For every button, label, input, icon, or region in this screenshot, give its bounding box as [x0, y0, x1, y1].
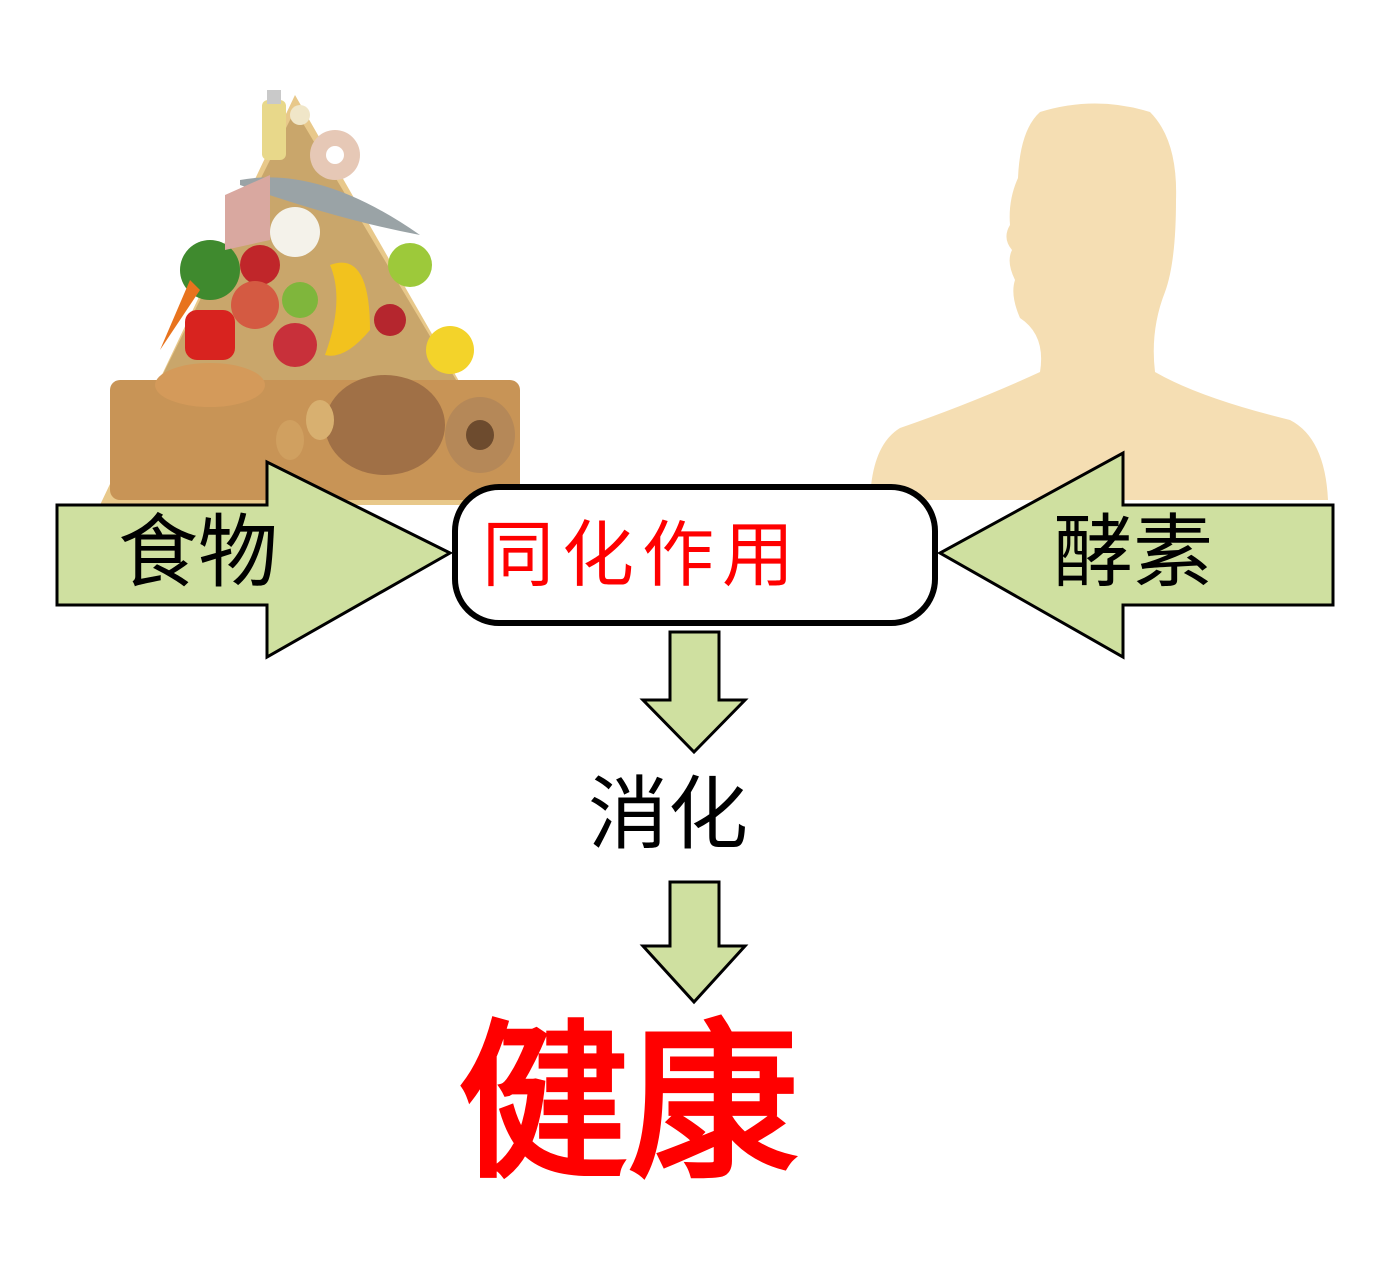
food-pyramid-icon — [100, 90, 530, 505]
food-label: 食物 — [118, 506, 278, 599]
person-silhouette-icon — [870, 103, 1328, 500]
down-arrow-2 — [639, 880, 749, 1005]
enzyme-label: 酵素 — [1053, 506, 1213, 599]
food-arrow — [55, 459, 454, 660]
health-label: 健康 — [458, 1003, 799, 1203]
enzyme-arrow — [936, 450, 1335, 660]
down-arrow-1 — [639, 630, 749, 755]
digestion-label: 消化 — [588, 768, 748, 861]
anabolism-label: 同化作用 — [482, 513, 803, 597]
anabolism-box — [452, 484, 938, 626]
